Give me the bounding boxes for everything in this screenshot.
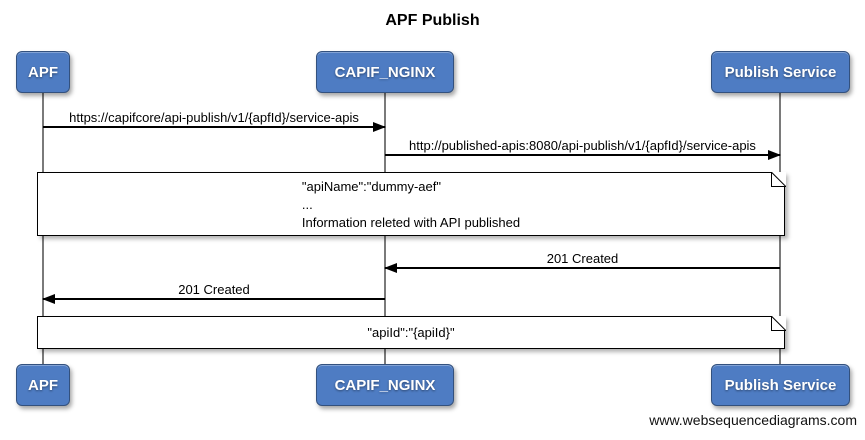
note-line: ... bbox=[301, 197, 313, 212]
actor-capif-nginx-bottom: CAPIF_NGINX bbox=[316, 364, 454, 406]
folded-corner-icon bbox=[770, 171, 786, 187]
actor-publish-service-bottom: Publish Service bbox=[711, 364, 850, 406]
message-arrow-4 bbox=[42, 294, 385, 304]
message-label-1: https://capifcore/api-publish/v1/{apfId}… bbox=[69, 110, 359, 125]
note-api-id: "apiId":"{apiId}" bbox=[37, 315, 786, 349]
watermark: www.websequencediagrams.com bbox=[649, 412, 857, 428]
actor-capif-nginx-top: CAPIF_NGINX bbox=[316, 51, 454, 93]
note-line: Information releted with API published bbox=[301, 215, 521, 230]
note-api-info: "apiName":"dummy-aef" ... Information re… bbox=[37, 171, 786, 236]
actor-publish-service-top: Publish Service bbox=[711, 51, 850, 93]
actor-apf-top: APF bbox=[16, 51, 70, 93]
message-arrow-3 bbox=[384, 263, 780, 273]
message-label-4: 201 Created bbox=[178, 282, 250, 297]
message-label-2: http://published-apis:8080/api-publish/v… bbox=[409, 138, 756, 153]
message-label-3: 201 Created bbox=[546, 251, 619, 266]
message-arrow-1 bbox=[43, 122, 386, 132]
actor-apf-bottom: APF bbox=[16, 364, 70, 406]
folded-corner-icon bbox=[770, 315, 786, 331]
diagram-title: APF Publish bbox=[385, 12, 480, 29]
message-arrow-2 bbox=[385, 150, 781, 160]
note-line: "apiName":"dummy-aef" bbox=[301, 179, 441, 194]
note-line: "apiId":"{apiId}" bbox=[367, 325, 455, 340]
